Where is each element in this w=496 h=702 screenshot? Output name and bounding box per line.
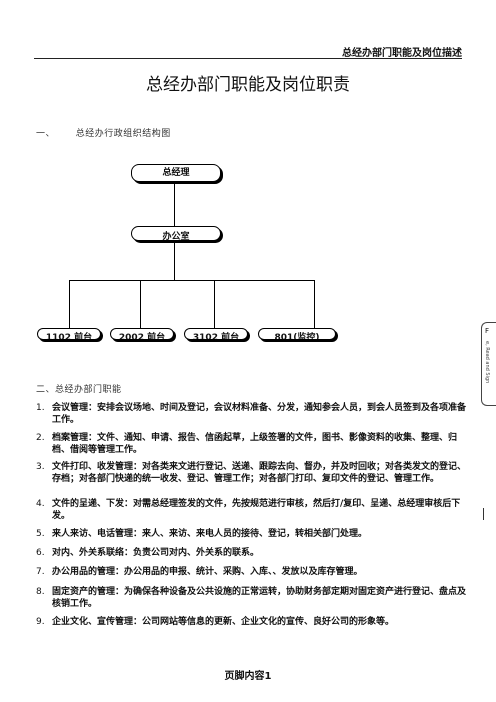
item-number: 4. — [36, 499, 45, 509]
item-number: 8. — [36, 587, 45, 597]
item-text: 企业文化、宣传管理：公司网站等信息的更新、企业文化的宣传、良好公司的形象等。 — [52, 617, 395, 627]
item-text: 对内、外关系联络：负责公司对内、外关系的联系。 — [52, 548, 260, 558]
item-text: 办公用品的管理：办公用品的申报、统计、采购、入库、、发放以及库存管理。 — [52, 567, 363, 577]
org-node-3102: 3102 前台 — [184, 328, 248, 340]
item-number: 9. — [36, 617, 45, 627]
header-divider — [34, 58, 462, 59]
running-header: 总经办部门职能及岗位描述 — [342, 48, 462, 59]
item-text: 文件的呈递、下发：对需总经理签发的文件，先按规范进行审核，然后打/复印、呈递、总… — [52, 499, 461, 521]
item-number: 5. — [36, 529, 45, 539]
document-title: 总经办部门职能及岗位职责 — [146, 75, 350, 95]
item-text: 固定资产的管理：为确保各种设备及公共设施的正常运转，协助财务部定期对固定资产进行… — [52, 587, 467, 609]
side-tab-label: e, Read and Sign — [484, 341, 490, 384]
org-node-office: 办公室 — [131, 226, 221, 241]
org-branch-line — [69, 280, 315, 281]
item-number: 1. — [36, 403, 45, 413]
side-tab-letter: F — [485, 327, 490, 335]
item-text: 文件打印、收发管理：对各类来文进行登记、送递、跟踪去向、督办，并及时回收；对各类… — [52, 462, 467, 484]
org-connector — [314, 280, 315, 328]
section-1-number: 一、 — [36, 129, 56, 139]
item-text: 来人来访、电话管理：来人、来访、来电人员的接待、登记，转相关部门处理。 — [52, 529, 368, 539]
item-number: 2. — [36, 433, 45, 443]
item-text: 会议管理：安排会议场地、时间及登记，会议材料准备、分发，通知参会人员，到会人员签… — [52, 403, 467, 425]
org-node-801: 801(监控) — [258, 328, 336, 340]
section-2-heading: 二、总经办部门职能 — [36, 385, 122, 395]
item-number: 3. — [36, 462, 45, 472]
org-connector — [140, 280, 141, 328]
org-connector — [174, 182, 175, 226]
section-1-label: 总经办行政组织结构图 — [75, 129, 171, 139]
item-number: 7. — [36, 567, 45, 577]
org-node-root: 总经理 — [131, 164, 221, 182]
item-number: 6. — [36, 548, 45, 558]
org-connector — [214, 280, 215, 328]
side-sign-tab[interactable]: F e, Read and Sign — [481, 322, 496, 406]
section-1-heading: 一、 总经办行政组织结构图 — [36, 126, 171, 139]
org-node-2002: 2002 前台 — [110, 328, 174, 340]
org-connector — [174, 240, 175, 280]
side-marker — [483, 508, 484, 520]
org-connector — [69, 280, 70, 328]
org-node-1102: 1102 前台 — [37, 328, 101, 340]
item-text: 档案管理：文件、通知、申请、报告、信函起草，上级签署的文件，图书、影像资料的收集… — [52, 433, 458, 455]
page-footer: 页脚内容1 — [224, 671, 272, 682]
